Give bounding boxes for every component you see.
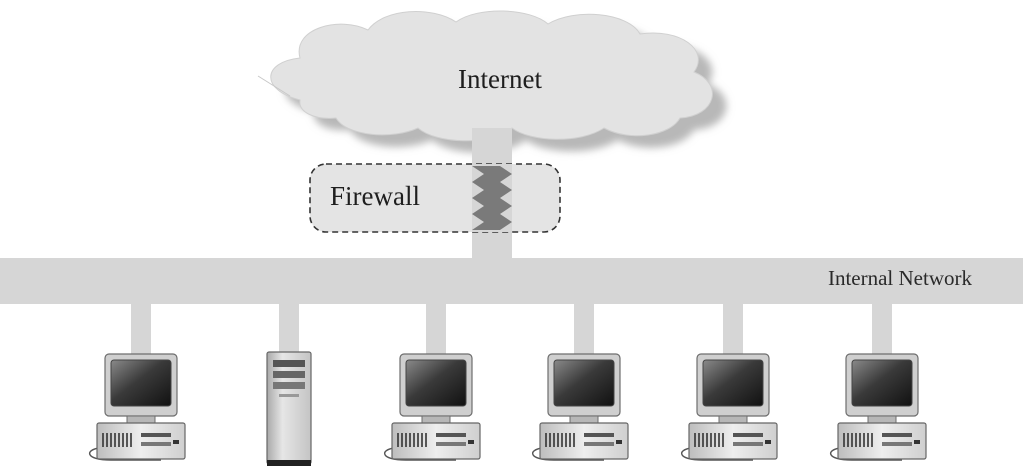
device-drop bbox=[426, 302, 446, 356]
internet-cloud bbox=[257, 10, 727, 153]
workstation-icon bbox=[383, 353, 481, 461]
internet-label: Internet bbox=[458, 64, 542, 94]
device-drop bbox=[131, 302, 151, 356]
internal-network-bus bbox=[0, 258, 1023, 304]
firewall bbox=[309, 163, 561, 233]
server-tower-icon bbox=[266, 351, 312, 467]
internal-network-label: Internal Network bbox=[828, 266, 973, 290]
workstation-icon bbox=[829, 353, 927, 461]
device-list bbox=[88, 302, 927, 467]
firewall-zigzag-icon bbox=[472, 166, 512, 230]
device-drop bbox=[723, 302, 743, 356]
firewall-label: Firewall bbox=[330, 181, 420, 211]
workstation-icon bbox=[680, 353, 778, 461]
workstation-icon bbox=[531, 353, 629, 461]
workstation-icon bbox=[88, 353, 186, 461]
device-drop bbox=[574, 302, 594, 356]
device-drop bbox=[279, 302, 299, 352]
device-drop bbox=[872, 302, 892, 356]
